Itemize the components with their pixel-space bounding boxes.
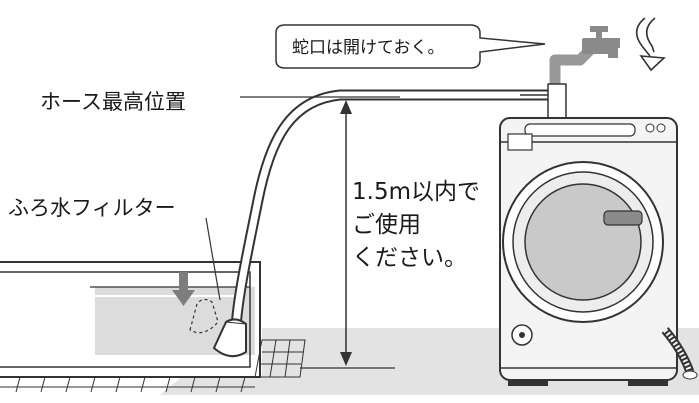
drain-hose: [230, 89, 554, 334]
door-handle: [603, 210, 643, 226]
filter-ghost-outline: [189, 298, 219, 334]
bath-filter-label: ふろ水フィルター: [8, 196, 176, 220]
supply-pipe: [520, 44, 596, 119]
height-dimension: [300, 100, 395, 369]
height-instruction-line1: 1.5m以内で: [352, 179, 480, 205]
bath-filter: [212, 318, 247, 358]
floor-tiles: [0, 339, 306, 393]
control-panel: [524, 123, 636, 137]
height-instruction-line3: ください。: [352, 245, 467, 271]
faucet-note-bubble: [275, 24, 546, 69]
filter-leader-line: [205, 217, 221, 301]
faucet-icon: [582, 26, 620, 58]
hose-max-position-label: ホース最高位置: [40, 90, 186, 114]
washing-machine: [499, 117, 698, 386]
detergent-drawer: [507, 133, 533, 151]
bathtub: [0, 261, 306, 393]
height-instruction-line2: ご使用: [352, 212, 421, 238]
faucet-note-text: 蛇口は開けておく。: [292, 38, 445, 58]
height-instruction: 1.5m以内で ご使用 ください。: [352, 176, 480, 275]
door-glass: [524, 183, 642, 301]
open-arrow-icon: [635, 17, 666, 72]
down-arrow-icon: [172, 272, 195, 306]
